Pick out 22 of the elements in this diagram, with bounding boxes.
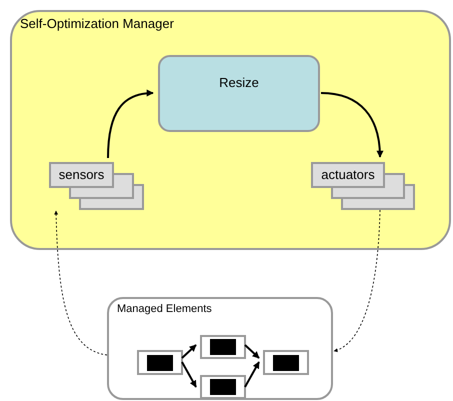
process-label: Resize: [219, 74, 259, 92]
managed-elements-panel: [107, 297, 333, 400]
arrow: [107, 90, 154, 158]
arrow: [244, 344, 260, 359]
component-box: [49, 162, 114, 188]
panel-title: Self-Optimization Manager: [20, 15, 174, 33]
arrow: [181, 362, 197, 388]
element-box: [263, 350, 309, 375]
component-label: actuators: [321, 166, 375, 184]
panel-title: Managed Elements: [117, 302, 212, 317]
dotted-arrow: [334, 210, 380, 352]
element-box: [200, 375, 246, 399]
manager-panel: [10, 10, 451, 250]
arrow: [244, 361, 260, 388]
component-label: sensors: [58, 166, 104, 184]
arrow: [181, 344, 197, 359]
arrow: [320, 92, 384, 158]
process-box: [158, 55, 320, 132]
dotted-arrow: [54, 210, 108, 356]
component-box: [311, 162, 385, 188]
element-box: [200, 335, 246, 359]
element-box: [137, 350, 183, 375]
